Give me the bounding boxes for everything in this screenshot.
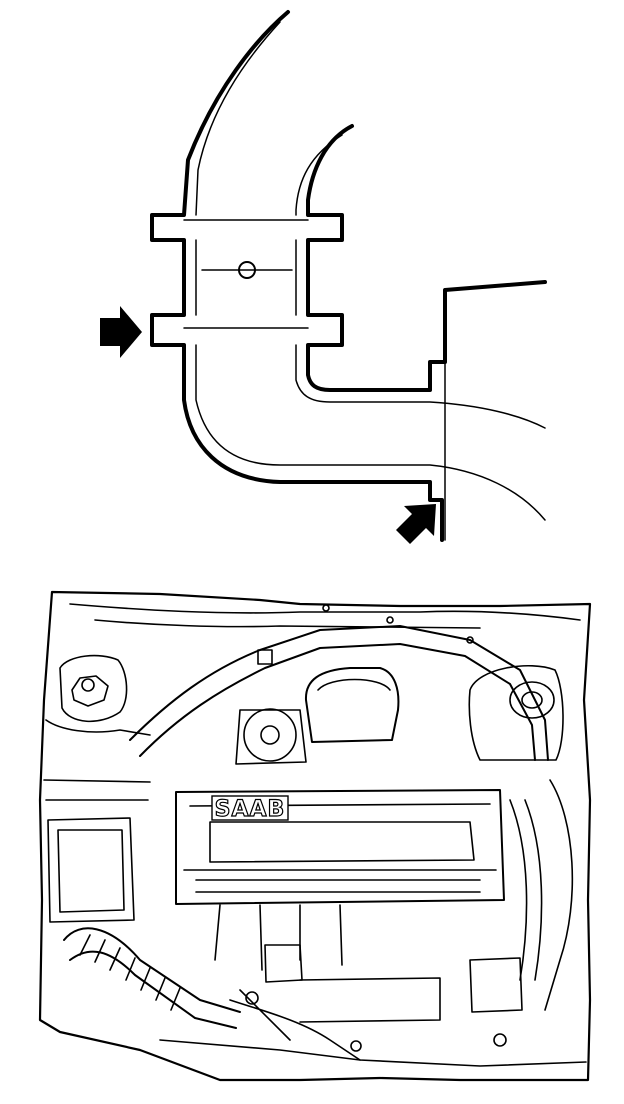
engine-bay-frame <box>38 590 592 1082</box>
left-side-rail <box>43 779 151 801</box>
left-fender-contour <box>45 719 151 736</box>
cowl-line <box>69 603 581 621</box>
right-cable <box>544 779 574 1011</box>
corrugated-ribs <box>79 934 181 1011</box>
right-lower-bolt <box>493 1033 507 1047</box>
arrow-left-icon <box>100 306 142 358</box>
coolant-reservoir <box>468 664 564 761</box>
battery-box-inner <box>57 829 125 913</box>
outer-hose-inner-line <box>195 21 546 521</box>
right-lower-box <box>469 957 523 1013</box>
distributor-base <box>235 709 307 765</box>
connector-knob <box>238 261 256 279</box>
valve-cover-rail-bottom <box>195 879 481 893</box>
left-strut-bolt <box>81 678 95 692</box>
inner-hose-thin-line <box>295 134 546 429</box>
intake-hose-inner <box>139 643 536 761</box>
lower-bolt-1 <box>245 991 259 1005</box>
saab-logo-text: SAAB <box>215 797 286 822</box>
outer-hose-wall <box>150 10 444 542</box>
corrugated-hose <box>63 927 241 1029</box>
hose-connector-detail <box>150 10 547 542</box>
engine-bay-overview <box>38 590 592 1082</box>
lower-bolt-2 <box>350 1040 362 1052</box>
valve-cover <box>175 789 505 905</box>
front-crossmember <box>299 977 441 1023</box>
cowl-bracket <box>257 649 273 665</box>
cowl-bolt-1 <box>322 604 330 612</box>
battery-box <box>47 817 135 923</box>
intake-hose <box>129 625 549 761</box>
distributor-center <box>260 725 280 745</box>
left-strut-mount <box>71 675 109 707</box>
cowl-bolt-3 <box>466 636 474 644</box>
sensor-bracket <box>264 944 303 983</box>
front-radiator-line <box>159 1039 587 1067</box>
reservoir-cap-inner <box>521 691 543 709</box>
cowl-bolt-2 <box>386 616 394 624</box>
right-hose <box>509 799 543 981</box>
spark-lead-1 <box>214 904 343 971</box>
inner-hose-wall <box>306 124 547 392</box>
left-strut-tower <box>59 654 128 723</box>
cowl-line-2 <box>94 619 481 629</box>
air-box-top <box>317 678 391 691</box>
distributor-cap <box>243 708 297 762</box>
arrow-bottom-right-icon <box>396 504 436 544</box>
lower-harness <box>229 989 361 1061</box>
reservoir-cap <box>509 681 555 719</box>
air-box <box>304 667 400 743</box>
logo-plate <box>211 795 289 821</box>
valve-cover-rail-top <box>209 821 475 863</box>
